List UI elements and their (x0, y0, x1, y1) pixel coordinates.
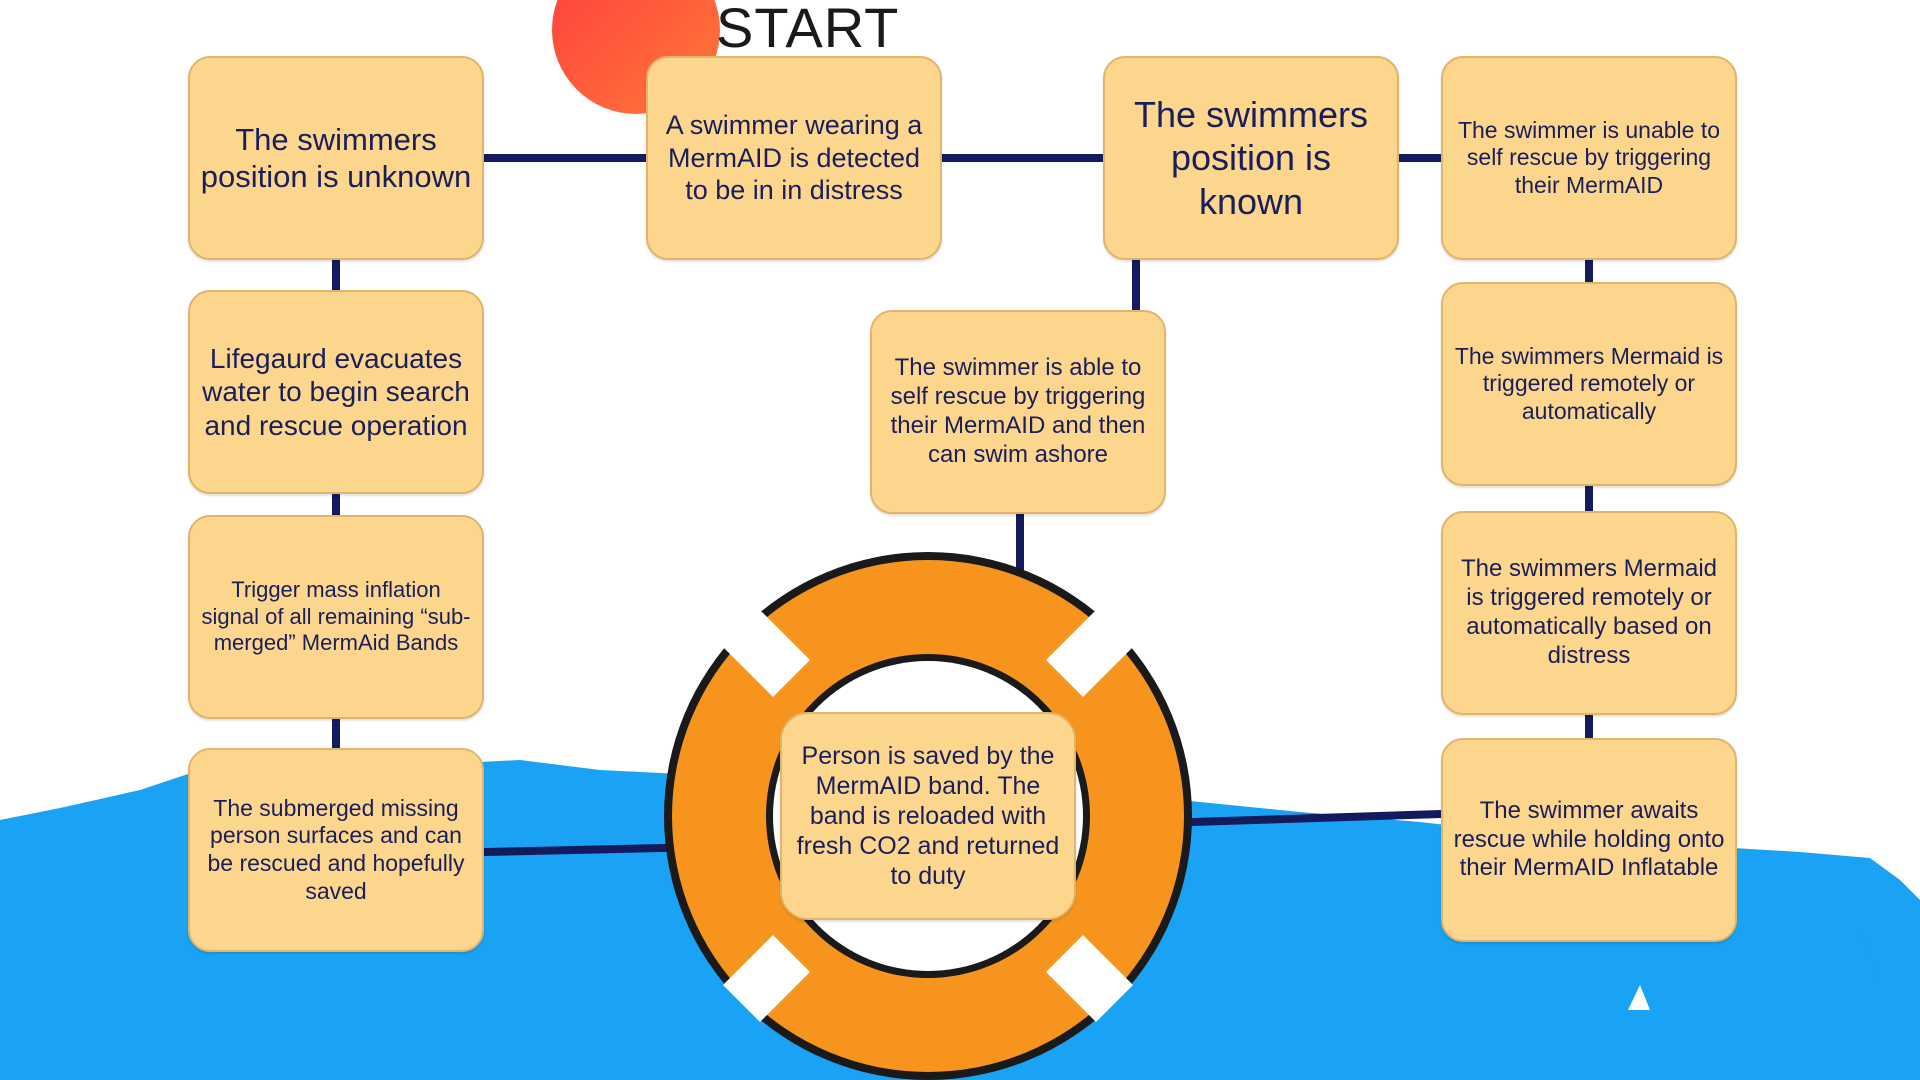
node-person-surfaces: The submerged missing person surfaces an… (188, 748, 484, 952)
node-text: A swimmer wearing a MermAID is detected … (665, 110, 923, 206)
node-able-self-rescue: The swimmer is able to self rescue by tr… (870, 310, 1166, 514)
node-text: The swimmer is unable to self rescue by … (1457, 116, 1721, 198)
node-text: The swimmers position is known (1133, 94, 1369, 222)
node-text: The swimmers Mermaid is triggered remote… (1454, 342, 1724, 424)
node-detected-distress: A swimmer wearing a MermAID is detected … (646, 56, 942, 260)
connector-ring-to-awaits (1187, 809, 1446, 827)
node-position-known: The swimmers position is known (1103, 56, 1399, 260)
node-text: Lifegaurd evacuates water to begin searc… (202, 342, 470, 441)
node-triggered-remotely: The swimmers Mermaid is triggered remote… (1441, 282, 1737, 486)
node-text: Trigger mass inflation signal of all rem… (201, 577, 471, 656)
node-awaits-rescue: The swimmer awaits rescue while holding … (1441, 738, 1737, 942)
node-text: Person is saved by the MermAID band. The… (796, 742, 1060, 890)
connector-surfaces-to-ring (479, 843, 669, 857)
node-text: The swimmers Mermaid is triggered remote… (1460, 555, 1718, 669)
node-text: The swimmer awaits rescue while holding … (1453, 796, 1725, 882)
node-text: The swimmer is able to self rescue by tr… (890, 354, 1146, 468)
node-triggered-distress: The swimmers Mermaid is triggered remote… (1441, 511, 1737, 715)
node-text: The submerged missing person surfaces an… (207, 794, 465, 904)
node-lifeguard-evacuates: Lifegaurd evacuates water to begin searc… (188, 290, 484, 494)
node-text: The swimmers position is unknown (200, 121, 472, 194)
node-person-saved: Person is saved by the MermAID band. The… (780, 712, 1076, 920)
start-label: START (716, 0, 900, 59)
node-unable-self-rescue: The swimmer is unable to self rescue by … (1441, 56, 1737, 260)
node-mass-inflation: Trigger mass inflation signal of all rem… (188, 515, 484, 719)
node-position-unknown: The swimmers position is unknown (188, 56, 484, 260)
